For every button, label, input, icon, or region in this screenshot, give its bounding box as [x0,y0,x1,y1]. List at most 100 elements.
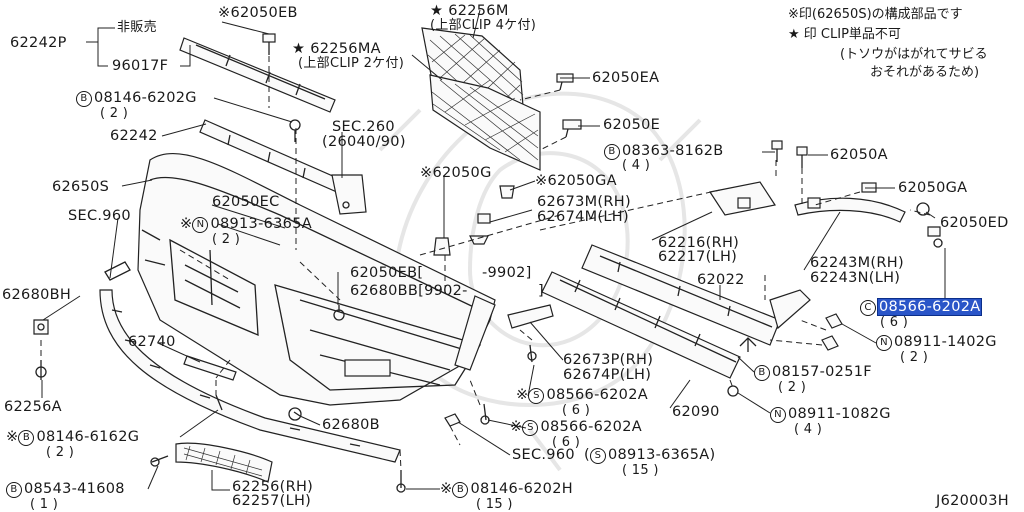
label-96017f: 96017F [112,58,169,74]
label-08913-6365a-top-text: 08913-6365A [210,216,312,232]
label-08146-6202h-qty: ( 15 ) [476,497,513,512]
label-08913-6365a-low-qty: ( 15 ) [622,463,659,478]
bolt-symbol-b: B [18,430,35,446]
note-asterisk: ※印(62650S)の構成部品です [788,7,963,22]
label-62243m: 62243M(RH) [810,255,904,271]
label-08146-6202g-text: 08146-6202G [94,90,197,106]
screw-symbol-c: C [860,300,876,316]
reinforcement-bar-96017f [179,37,336,113]
label-08566-6202a-right-qty: ( 6 ) [880,315,909,330]
label-62242p: 62242P [10,35,67,51]
grille-62256ma [429,74,541,171]
label-62257: 62257(LH) [232,493,312,509]
bolt-symbol-b: B [604,144,620,160]
bolt-symbol-b: B [452,482,469,498]
bolt-symbol-b: B [6,482,22,498]
label-08913-6365a-low-text: 08913-6365A) [607,447,716,463]
label-08146-6202g-qty: ( 2 ) [100,106,129,121]
label-08566-6202a-mid-qty: ( 6 ) [562,403,591,418]
label-08566-6202a-mid-text: 08566-6202A [546,387,648,403]
label-62650s: 62650S [52,179,110,195]
label-62243n: 62243N(LH) [810,270,901,286]
label-sec960-low: SEC.960 [512,447,575,463]
nut-symbol-n: N [876,335,892,351]
bracket-62216 [709,181,776,216]
label-sec960-top: SEC.960 [68,208,131,224]
label-08157-0251f-text: 08157-0251F [772,364,872,380]
bumper-fascia-62650s [137,152,496,406]
bolt-symbol-b: B [76,91,92,107]
bracket-62740 [183,355,237,381]
label-08911-1082g-qty: ( 4 ) [794,422,823,437]
label-62674p: 62674P(LH) [563,367,652,383]
bolt-symbol-b: B [754,365,770,381]
label-08363-8162b-text: 08363-8162B [622,143,724,159]
diagram-id: J620003H [936,493,1009,509]
label-62256a: 62256A [4,399,62,415]
ref-mark: ※ [6,429,19,445]
label-62022: 62022 [697,272,745,288]
label-08911-1402g-text: 08911-1402G [894,334,997,350]
screw-symbol-s: S [528,388,545,404]
label-08543-41608-text: 08543-41608 [24,481,125,497]
label-62050ga-right: 62050GA [898,180,968,196]
label-08146-6162g-qty: ( 2 ) [46,445,75,460]
label-9902-end: -9902] [482,265,532,281]
highlighted-part-number[interactable]: 08566-6202A [876,298,983,316]
bracket-62242 [199,119,367,215]
label-hihanbai: 非販売 [117,20,157,35]
label-62050ga-mid: ※62050GA [535,173,617,189]
label-62680bb: 62680BB[9902- [350,283,468,299]
label-62050a: 62050A [830,147,888,163]
label-62242: 62242 [110,128,158,144]
label-08911-1082g-text: 08911-1082G [788,406,891,422]
lower-lip [99,261,401,463]
label-62680bh: 62680BH [2,287,72,303]
bracket-62673m [454,295,496,371]
label-62090: 62090 [672,404,720,420]
label-sec260: SEC.260 [332,119,395,135]
label-62680bb-end: ] [538,283,544,299]
label-62050ea: 62050EA [592,70,660,86]
label-62680b: 62680B [322,417,380,433]
label-62673m: 62673M(RH) [537,194,631,210]
label-62217: 62217(LH) [658,249,738,265]
label-62256m: ★ 62256M [430,3,509,19]
note-star-detail-1: (トソウがはがれてサビる [840,47,988,62]
label-08146-6202h-text: 08146-6202H [470,481,573,497]
label-08911-1402g-qty: ( 2 ) [900,350,929,365]
label-62050ed: 62050ED [940,215,1009,231]
label-08913-6365a-top-qty: ( 2 ) [212,232,241,247]
label-62050ec: 62050EC [212,194,280,210]
label-62050eb-top: ※62050EB [218,5,298,21]
ref-mark: ※ [516,387,529,403]
label-sec260-sub: (26040/90) [322,134,406,150]
fasteners [33,305,843,493]
assembly-dashed-lines [40,56,931,471]
label-62216: 62216(RH) [658,235,740,251]
label-08566-6202a-low-text: 08566-6202A [540,419,642,435]
ref-mark: ※ [510,419,523,435]
label-08146-6162g-text: 08146-6162G [36,429,140,445]
lower-grille-62256 [175,442,273,483]
label-62256ma: ★ 62256MA [292,41,381,57]
label-62740: 62740 [128,334,176,350]
screw-symbol-s: S [589,448,606,464]
note-star-detail-2: おそれがあるため) [870,65,980,80]
label-62673p: 62673P(RH) [563,352,654,368]
nut-symbol-n: N [770,407,786,423]
screw-symbol-s: S [522,420,539,436]
label-62050g: ※62050G [420,165,492,181]
nut-symbol-n: N [192,217,209,233]
label-08157-0251f-qty: ( 2 ) [778,380,807,395]
leader-lines [41,9,946,491]
